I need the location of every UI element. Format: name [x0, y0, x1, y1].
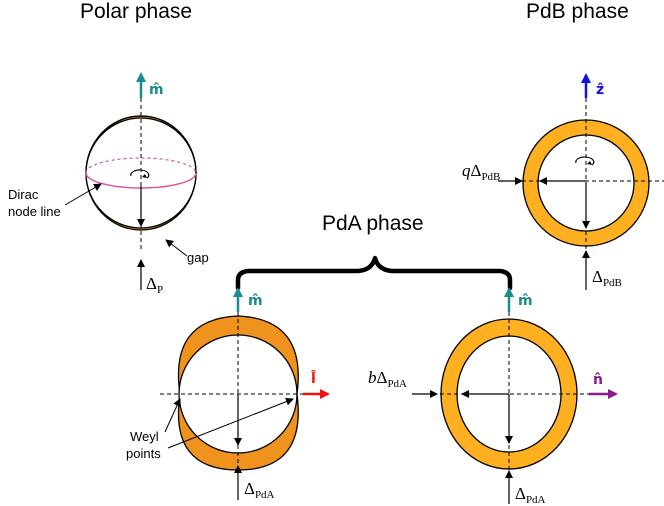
- weyl-label-line1: Weyl: [130, 429, 159, 444]
- polar-gap-shape: [85, 115, 197, 231]
- pda-right-m-label: m̂: [518, 293, 533, 309]
- polar-phase-figure: m̂ Dirac node line gap ΔP: [8, 72, 209, 296]
- polar-phase-title: Polar phase: [80, 0, 192, 23]
- weyl-pointer-right: [167, 397, 294, 449]
- pda-right-b-delta-label: bΔPdA: [368, 368, 407, 390]
- pdb-phase-figure: ẑ qΔPdB ΔPdB: [462, 73, 664, 290]
- gap-label: gap: [187, 250, 209, 265]
- pda-left-l-label: l̂: [310, 370, 317, 387]
- pda-left-delta-label: ΔPdA: [244, 479, 275, 501]
- pda-right-n-label: n̂: [593, 372, 603, 388]
- polar-m-label: m̂: [149, 82, 164, 98]
- polar-delta-label: ΔP: [146, 274, 163, 296]
- pda-brace: [235, 255, 513, 291]
- pdb-phase-title: PdB phase: [526, 0, 629, 23]
- weyl-pointer-left: [164, 398, 181, 433]
- polar-rotation-icon: [130, 169, 150, 179]
- dirac-label-line2: node line: [8, 204, 61, 219]
- pda-left-figure: m̂ l̂ Weyl points ΔPdA: [126, 287, 330, 501]
- dirac-node-line-back: [85, 157, 197, 174]
- pdb-rotation-icon: [575, 156, 595, 166]
- pda-left-m-label: m̂: [248, 293, 263, 309]
- gap-pointer: [165, 239, 188, 257]
- pdb-z-label: ẑ: [596, 82, 604, 98]
- pda-right-figure: m̂ n̂ bΔPdA ΔPdA: [368, 287, 618, 506]
- pda-right-delta-label: ΔPdA: [515, 484, 546, 506]
- weyl-label-line2: points: [126, 446, 161, 461]
- dirac-label-line1: Dirac: [8, 187, 39, 202]
- pdb-delta-label: ΔPdB: [592, 267, 622, 289]
- pdb-q-delta-label: qΔPdB: [462, 161, 500, 183]
- dirac-pointer: [64, 183, 102, 206]
- pda-phase-title: PdA phase: [322, 212, 424, 235]
